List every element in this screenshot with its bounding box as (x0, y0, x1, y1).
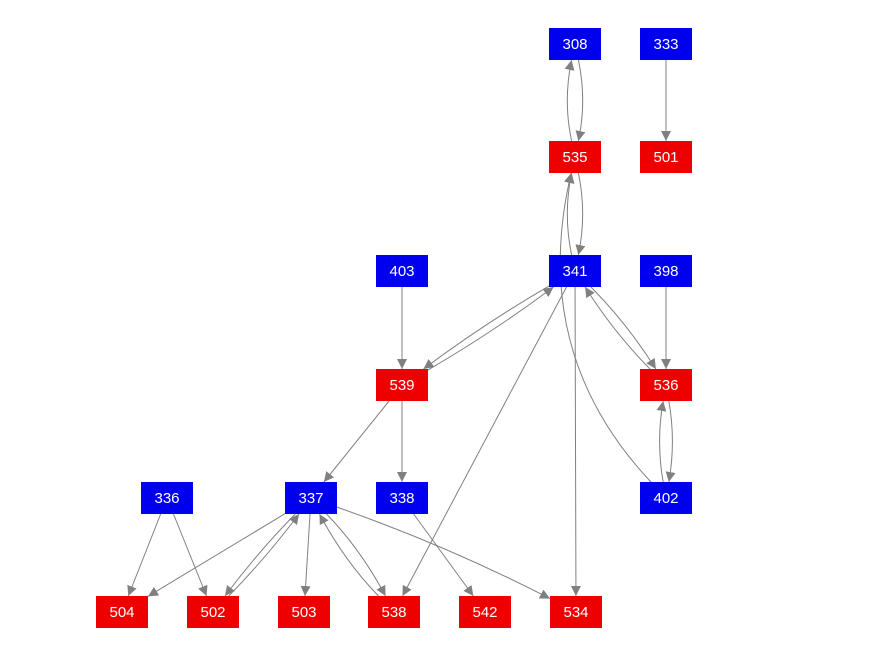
edge-308-to-535 (575, 59, 586, 142)
node-label-333: 333 (653, 36, 678, 53)
node-label-308: 308 (562, 36, 587, 53)
node-538[interactable]: 538 (368, 596, 420, 628)
node-label-402: 402 (653, 490, 678, 507)
edge-341-to-534 (570, 286, 581, 597)
edge-336-to-504 (127, 513, 162, 597)
node-label-539: 539 (389, 377, 414, 394)
edge-341-to-536 (590, 286, 657, 370)
node-box-542 (459, 596, 511, 628)
node-box-504 (96, 596, 148, 628)
node-536[interactable]: 536 (640, 369, 692, 401)
node-336[interactable]: 336 (141, 482, 193, 514)
node-337[interactable]: 337 (285, 482, 337, 514)
node-box-501 (640, 141, 692, 173)
edge-536-to-402 (665, 400, 676, 483)
node-label-502: 502 (200, 604, 225, 621)
node-535[interactable]: 535 (549, 141, 601, 173)
node-box-502 (187, 596, 239, 628)
edge-338-to-542 (413, 513, 474, 597)
node-504[interactable]: 504 (96, 596, 148, 628)
node-box-398 (640, 255, 692, 287)
node-308[interactable]: 308 (549, 28, 601, 60)
node-label-503: 503 (291, 604, 316, 621)
node-534[interactable]: 534 (550, 596, 602, 628)
node-label-403: 403 (389, 263, 414, 280)
node-503[interactable]: 503 (278, 596, 330, 628)
nodes-layer: 308 333 535 501 403 341 398 539 536 336 337 338 402 5… (96, 28, 692, 628)
edge-402-to-535 (559, 172, 652, 483)
node-label-504: 504 (109, 604, 134, 621)
edge-402-to-536 (656, 400, 667, 483)
edge-535-to-308 (564, 59, 575, 142)
edge-536-to-341 (584, 286, 651, 370)
node-539[interactable]: 539 (376, 369, 428, 401)
node-402[interactable]: 402 (640, 482, 692, 514)
edge-337-to-538 (326, 513, 386, 597)
edge-539-to-337 (323, 400, 390, 483)
edge-538-to-337 (319, 513, 379, 597)
node-box-535 (549, 141, 601, 173)
node-box-503 (278, 596, 330, 628)
node-box-534 (550, 596, 602, 628)
edge-341-to-539 (423, 285, 550, 370)
edge-337-to-534 (336, 506, 551, 600)
node-label-336: 336 (154, 490, 179, 507)
node-box-308 (549, 28, 601, 60)
node-box-539 (376, 369, 428, 401)
edge-337-to-503 (300, 513, 311, 597)
node-502[interactable]: 502 (187, 596, 239, 628)
node-501[interactable]: 501 (640, 141, 692, 173)
edge-337-to-504 (147, 513, 286, 597)
node-label-398: 398 (653, 263, 678, 280)
node-338[interactable]: 338 (376, 482, 428, 514)
edges-layer (127, 59, 676, 600)
node-label-337: 337 (298, 490, 323, 507)
node-box-337 (285, 482, 337, 514)
node-box-333 (640, 28, 692, 60)
edge-337-to-502 (224, 513, 296, 597)
node-box-341 (549, 255, 601, 287)
edge-336-to-502 (172, 513, 208, 597)
edge-341-to-538 (402, 286, 567, 597)
node-box-338 (376, 482, 428, 514)
node-label-542: 542 (472, 604, 497, 621)
node-label-538: 538 (381, 604, 406, 621)
node-label-501: 501 (653, 149, 678, 166)
node-box-336 (141, 482, 193, 514)
node-box-538 (368, 596, 420, 628)
node-label-535: 535 (562, 149, 587, 166)
node-341[interactable]: 341 (549, 255, 601, 287)
edge-502-to-337 (228, 513, 300, 597)
node-box-402 (640, 482, 692, 514)
node-542[interactable]: 542 (459, 596, 511, 628)
node-403[interactable]: 403 (376, 255, 428, 287)
node-label-341: 341 (562, 263, 587, 280)
edge-539-to-341 (427, 286, 554, 371)
node-398[interactable]: 398 (640, 255, 692, 287)
node-label-534: 534 (563, 604, 588, 621)
node-label-338: 338 (389, 490, 414, 507)
node-box-536 (640, 369, 692, 401)
node-333[interactable]: 333 (640, 28, 692, 60)
node-box-403 (376, 255, 428, 287)
node-label-536: 536 (653, 377, 678, 394)
edge-535-to-341 (575, 172, 586, 256)
